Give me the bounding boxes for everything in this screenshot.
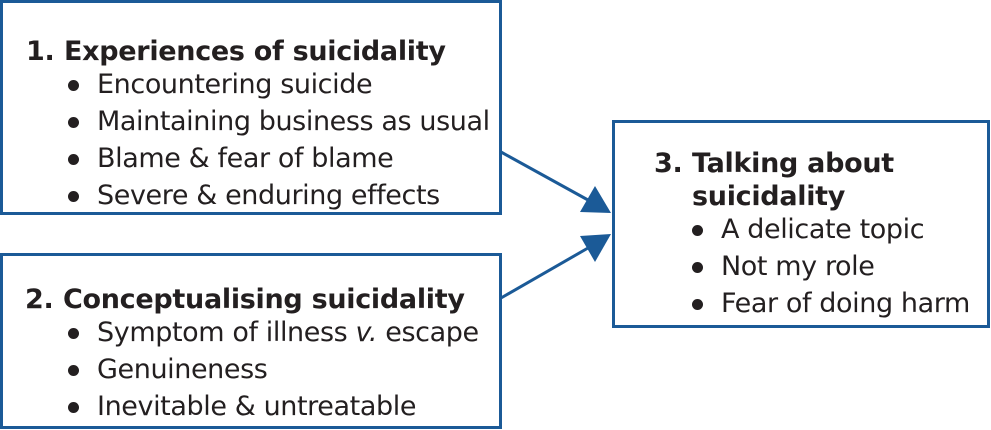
list-item: Maintaining business as usual — [68, 103, 490, 140]
box-1-heading: 1. Experiences of suicidality — [26, 36, 446, 67]
box-2-title: Conceptualising suicidality — [63, 284, 465, 315]
box-3-heading: 3. Talking about suicidality — [654, 147, 894, 213]
list-item: Not my role — [692, 248, 970, 285]
box-3-title-line2: suicidality — [692, 181, 846, 212]
bullet-icon — [68, 117, 79, 128]
box-3-list: A delicate topic Not my role Fear of doi… — [692, 211, 970, 322]
bullet-icon — [68, 154, 79, 165]
list-item-text: Severe & enduring effects — [97, 180, 440, 211]
bullet-icon — [692, 262, 703, 273]
bullet-icon — [68, 365, 79, 376]
bullet-icon — [68, 328, 79, 339]
arrowhead-icon — [580, 186, 611, 213]
box-3-number: 3. — [654, 148, 683, 179]
list-item-text: Encountering suicide — [97, 69, 373, 100]
list-item: Severe & enduring effects — [68, 177, 490, 214]
box-1-number: 1. — [26, 36, 55, 67]
box-3-title-line1: Talking about — [692, 148, 894, 179]
box-1-title: Experiences of suicidality — [64, 36, 446, 67]
box-2-list: Symptom of illness v. escape Genuineness… — [68, 314, 479, 425]
list-item-italic: v. — [355, 317, 378, 348]
list-item: Fear of doing harm — [692, 285, 970, 322]
list-item-text: Not my role — [721, 251, 875, 282]
bullet-icon — [68, 80, 79, 91]
box-1-list: Encountering suicide Maintaining busines… — [68, 66, 490, 214]
list-item-text: Fear of doing harm — [721, 288, 970, 319]
list-item: Blame & fear of blame — [68, 140, 490, 177]
list-item: Inevitable & untreatable — [68, 388, 479, 425]
bullet-icon — [68, 402, 79, 413]
box-experiences-of-suicidality: 1. Experiences of suicidality Encounterin… — [0, 0, 502, 215]
list-item-text: A delicate topic — [721, 214, 925, 245]
bullet-icon — [692, 225, 703, 236]
arrowhead-icon — [580, 234, 611, 262]
arrow-box2-to-box3 — [500, 234, 611, 300]
list-item: Encountering suicide — [68, 66, 490, 103]
box-2-heading: 2. Conceptualising suicidality — [25, 284, 465, 315]
list-item: Symptom of illness v. escape — [68, 314, 479, 351]
list-item: A delicate topic — [692, 211, 970, 248]
list-item-text: Blame & fear of blame — [97, 143, 394, 174]
list-item-text: Inevitable & untreatable — [97, 391, 417, 422]
list-item-text: escape — [377, 317, 479, 348]
list-item-text: Symptom of illness — [97, 317, 356, 348]
list-item: Genuineness — [68, 351, 479, 388]
bullet-icon — [68, 191, 79, 202]
box-2-number: 2. — [25, 284, 54, 315]
box-talking-about-suicidality: 3. Talking about suicidality A delicate t… — [612, 120, 990, 328]
box-conceptualising-suicidality: 2. Conceptualising suicidality Symptom of… — [0, 253, 502, 429]
list-item-text: Maintaining business as usual — [97, 106, 490, 137]
list-item-text: Genuineness — [97, 354, 268, 385]
arrow-box1-to-box3 — [500, 150, 611, 213]
bullet-icon — [692, 299, 703, 310]
